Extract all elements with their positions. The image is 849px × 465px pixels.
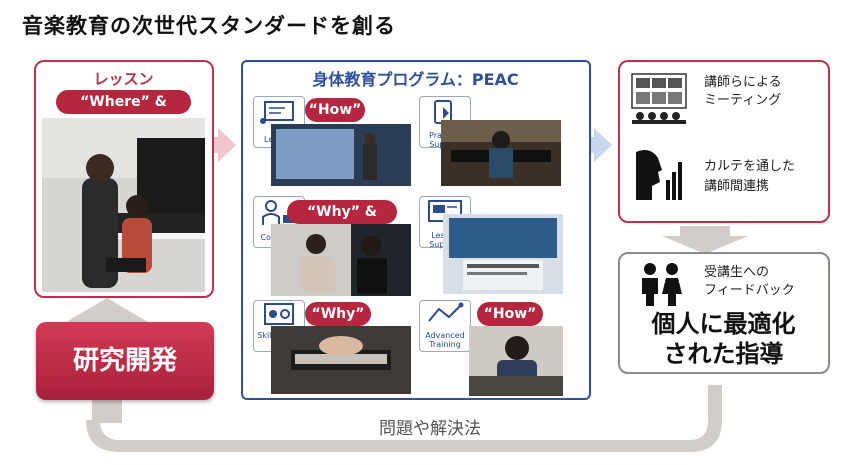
karte-line1: カルテを通した xyxy=(704,159,796,174)
advanced-training-photo xyxy=(469,326,563,396)
karte-line2: 講師間連携 xyxy=(704,179,770,194)
research-development-label: 研究開発 xyxy=(36,322,214,400)
lesson-support-photo xyxy=(443,214,563,294)
result-line2: された指導 xyxy=(663,340,784,368)
lesson-panel: レッスン “Where” & “What” xyxy=(34,60,214,298)
coaching-photo xyxy=(271,224,411,296)
coaching-tag: “Why” & “How” xyxy=(287,200,397,244)
skill-check-tag: “Why” xyxy=(305,302,371,326)
skill-check-photo xyxy=(271,326,411,394)
lesson-title: レッスン xyxy=(93,70,154,88)
students-icon xyxy=(642,263,682,306)
advanced-training-tag: “How” xyxy=(477,302,543,326)
feedback-line2: フィードバック xyxy=(704,283,795,298)
loop-label: 問題や解決法 xyxy=(379,419,481,439)
lesson-tag: “Where” & “What” xyxy=(56,90,191,134)
program-title: 身体教育プログラム：PEAC xyxy=(312,70,519,89)
skill-check-icon xyxy=(264,303,294,325)
meeting-icon xyxy=(631,73,687,124)
feedback-panel: 受講生への フィードバック 個人に最適化 された指導 xyxy=(618,252,830,374)
instructor-panel: 講師らによる ミーティング カルテを通した 講師間連携 xyxy=(618,60,830,223)
page-title: 音楽教育の次世代スタンダードを創る xyxy=(22,14,396,38)
meeting-line2: ミーティング xyxy=(704,93,782,108)
advanced-training-card: Advanced Training xyxy=(419,300,471,352)
result-line1: 個人に最適化 xyxy=(651,310,796,338)
lecture-board-icon xyxy=(260,101,294,124)
lecture-photo xyxy=(271,124,411,186)
practice-photo xyxy=(441,120,561,186)
speaking-head-chart-icon xyxy=(636,150,682,200)
lecture-tag: “How” xyxy=(305,98,365,122)
advanced-training-label: Advanced Training xyxy=(425,331,465,349)
feedback-line1: 受講生への xyxy=(704,265,770,280)
advanced-training-icon xyxy=(428,302,464,322)
program-panel: 身体教育プログラム：PEAC Lecture “How” Practice Su… xyxy=(241,60,591,400)
meeting-line1: 講師らによる xyxy=(704,75,782,90)
piano-lesson-photo xyxy=(42,118,205,292)
